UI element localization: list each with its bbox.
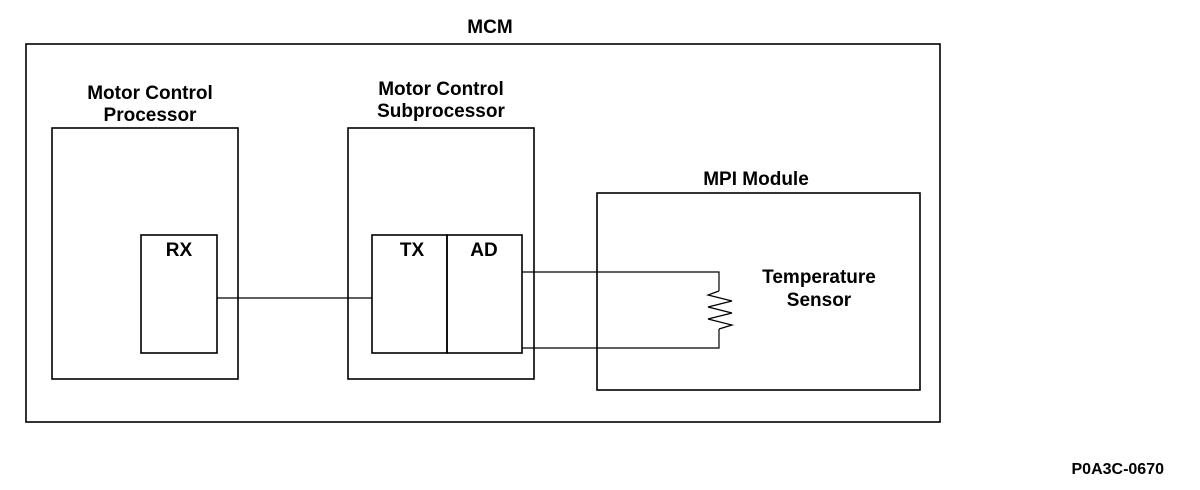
motor-control-processor-label-line2: Processor (104, 105, 198, 126)
mcm-box (25, 43, 941, 423)
tx-port-label: TX (400, 240, 425, 261)
ad-sensor-wire-top (522, 271, 720, 291)
temperature-sensor-label-line1: Temperature (762, 267, 876, 288)
temperature-sensor-label-line2: Sensor (787, 290, 852, 311)
motor-control-processor-box (51, 127, 239, 380)
mcm-label: MCM (467, 17, 512, 38)
motor-control-processor-label-line1: Motor Control (87, 83, 213, 104)
figure-id: P0A3C-0670 (1072, 461, 1165, 478)
ad-port-label: AD (470, 240, 497, 261)
rx-port-label: RX (166, 240, 193, 261)
ad-port-box (446, 234, 523, 354)
motor-control-subprocessor-label-line1: Motor Control (378, 79, 504, 100)
temperature-sensor-resistor-icon (705, 290, 735, 330)
motor-control-subprocessor-box (347, 127, 535, 380)
mpi-module-box (596, 192, 921, 391)
mpi-module-label: MPI Module (703, 169, 809, 190)
ad-sensor-wire-bottom (522, 329, 720, 349)
motor-control-subprocessor-label-line2: Subprocessor (377, 101, 505, 122)
rx-port-box (140, 234, 218, 354)
